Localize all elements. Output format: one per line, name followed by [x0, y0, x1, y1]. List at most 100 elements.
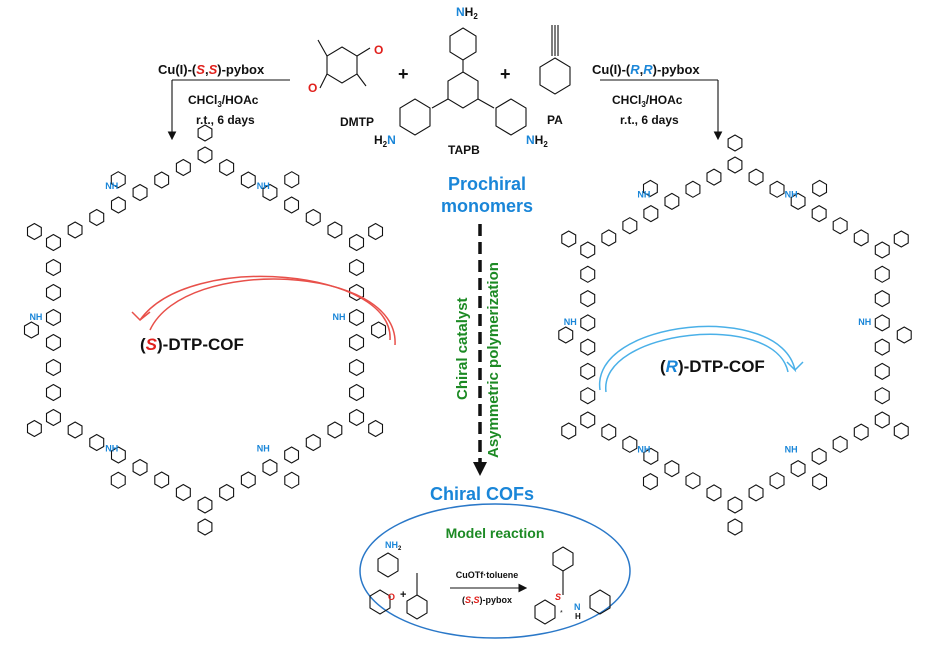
benzene-ring [45, 358, 61, 377]
benzene-ring [727, 496, 743, 514]
model-catalyst-label: (S,S)-pybox [462, 595, 512, 605]
benzene-ring [832, 217, 848, 235]
nh-linker-label: NH [637, 190, 650, 200]
nh-linker-label: NH [105, 181, 118, 191]
benzene-ring [727, 134, 743, 152]
benzene-ring [853, 229, 869, 247]
left-catalyst: Cu(I)-(S,S)-pybox [158, 62, 265, 77]
tapb-structure: NH2 H2N NH2 TAPB [374, 5, 548, 157]
benzene-ring [580, 338, 596, 356]
plus-sign: + [400, 589, 406, 601]
benzene-ring [175, 158, 191, 177]
benzene-ring [26, 222, 42, 241]
benzene-ring [240, 171, 256, 189]
benzene-ring [706, 168, 722, 186]
benzene-ring [349, 358, 365, 377]
nh-linker-label: NH [564, 317, 577, 327]
reagent-label: CuOTf·toluene [456, 570, 519, 580]
benzene-ring [853, 423, 869, 441]
benzene-ring [110, 171, 126, 189]
right-curved-arrow-inner [605, 333, 789, 393]
benzene-ring [368, 222, 384, 241]
prochiral-label: Prochiral [448, 174, 526, 194]
benzene-ring [896, 326, 912, 344]
stereo-label: S [555, 592, 561, 602]
benzene-ring [371, 321, 387, 339]
benzene-ring [219, 483, 235, 502]
center-pathway: Prochiral monomers Chiral catalyst Asymm… [430, 174, 534, 504]
benzene-ring [685, 472, 701, 490]
benzene-ring [706, 484, 722, 502]
benzene-ring [643, 447, 659, 466]
benzene-ring [26, 419, 42, 438]
benzene-ring [580, 314, 596, 332]
benzene-ring [580, 411, 596, 429]
benzene-ring [812, 472, 828, 491]
aniline-ring [377, 552, 399, 578]
nh-linker-label: NH [858, 317, 871, 327]
benzene-ring [874, 411, 890, 429]
aniline-nh2: NH2 [385, 540, 402, 552]
benzene-ring [89, 433, 105, 452]
nh-linker-label: NH [29, 312, 42, 322]
benzene-ring [874, 338, 890, 356]
benzene-ring [580, 289, 596, 308]
benzene-ring [368, 419, 384, 438]
benzene-ring [832, 435, 848, 453]
benzene-ring [349, 283, 365, 302]
benzene-ring [748, 484, 764, 502]
nh2-right: NH2 [526, 133, 548, 149]
benzene-ring [874, 241, 890, 259]
benzene-ring [874, 265, 890, 283]
benzene-ring [349, 408, 365, 427]
model-reaction-title: Model reaction [446, 525, 545, 541]
benzene-ring [45, 308, 61, 327]
left-time: r.t., 6 days [196, 113, 255, 127]
nh-linker-label: NH [785, 445, 798, 455]
chiral-cofs-label: Chiral COFs [430, 484, 534, 504]
benzene-ring [811, 204, 827, 223]
benzene-ring [790, 459, 806, 478]
benzene-ring [284, 171, 300, 189]
oxygen-label: O [308, 81, 317, 95]
right-solvent: CHCl3/HOAc [612, 93, 683, 109]
benzene-ring [558, 326, 574, 344]
benzene-ring [622, 435, 638, 453]
monomers: O O DMTP + NH2 H2N NH2 TAPB + PA [308, 5, 571, 157]
benzene-ring [642, 472, 658, 491]
benzene-ring [874, 387, 890, 405]
benzene-ring [727, 518, 743, 536]
benzene-ring [219, 158, 235, 177]
model-reaction-ellipse [359, 503, 631, 639]
chiral-catalyst-label: Chiral catalyst [454, 297, 471, 400]
benzene-ring [197, 518, 213, 536]
benzene-ring [769, 180, 785, 198]
benzene-ring [790, 192, 806, 211]
aldehyde-oxygen: O [388, 592, 395, 602]
benzene-ring [580, 265, 596, 283]
benzene-ring [89, 208, 105, 227]
nh-linker-label: NH [785, 190, 798, 200]
benzaldehyde-ring [369, 589, 391, 615]
plus-sign: + [500, 64, 511, 84]
benzene-ring [305, 208, 321, 227]
amine-n: N [574, 602, 581, 612]
benzene-ring [154, 471, 170, 489]
benzene-ring [349, 233, 365, 252]
tapb-label: TAPB [448, 143, 480, 157]
benzene-ring [769, 472, 785, 490]
right-time: r.t., 6 days [620, 113, 679, 127]
benzene-ring [327, 221, 343, 239]
plus-sign: + [398, 64, 409, 84]
benzene-ring [561, 422, 577, 440]
benzene-ring [727, 156, 743, 174]
benzene-ring [874, 289, 890, 308]
pa-structure: PA [539, 25, 571, 127]
nh2-left: H2N [374, 133, 396, 149]
dashed-arrow-head [473, 462, 487, 476]
nh-linker-label: NH [257, 443, 270, 453]
benzene-ring [45, 233, 61, 252]
benzene-ring [664, 459, 680, 478]
